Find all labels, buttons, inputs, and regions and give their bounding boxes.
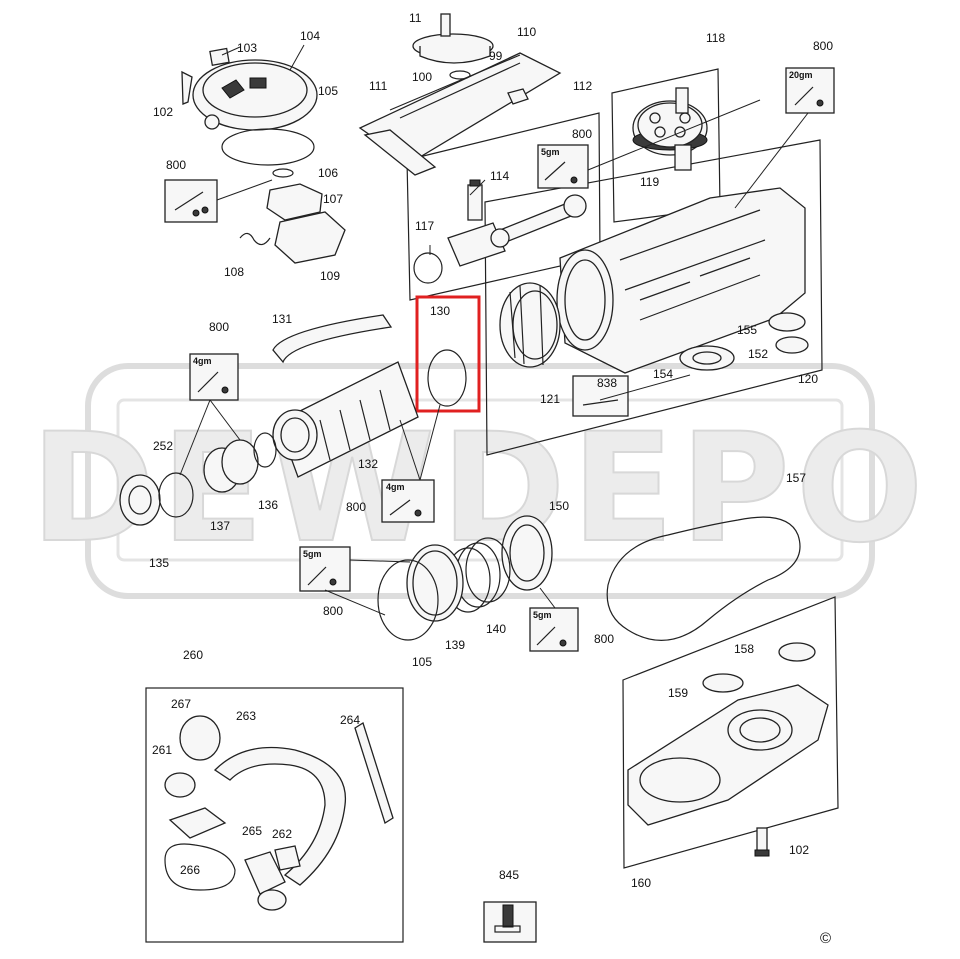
label-158: 158 <box>734 642 754 656</box>
label-155: 155 <box>737 323 757 337</box>
label-106: 106 <box>318 166 338 180</box>
piston-group <box>413 179 587 284</box>
label-152: 152 <box>748 347 768 361</box>
label-99: 99 <box>489 49 503 63</box>
label-105: 105 <box>318 84 338 98</box>
grease-box-800-b: 5gm <box>537 144 589 189</box>
grease-label: 5gm <box>533 610 552 620</box>
label-118: 118 <box>706 31 725 45</box>
label-838: 838 <box>597 376 617 390</box>
watermark: DEWDEPO <box>30 363 930 599</box>
label-157: 157 <box>786 471 806 485</box>
label-102-lower: 102 <box>789 843 809 857</box>
label-11: 11 <box>409 11 422 25</box>
top-housing-group <box>358 13 562 176</box>
label-800-piston: 800 <box>572 127 592 141</box>
label-261: 261 <box>152 743 172 757</box>
label-105-lower: 105 <box>412 655 432 669</box>
label-120: 120 <box>798 372 818 386</box>
label-131: 131 <box>272 312 292 326</box>
leader-lines <box>179 99 809 616</box>
label-267: 267 <box>171 697 191 711</box>
grease-box-800-g: 5gm <box>529 607 579 652</box>
grease-boxes: 5gm 20gm 4gm 4gm 5gm 5gm <box>164 67 835 652</box>
label-263: 263 <box>236 709 256 723</box>
label-264: 264 <box>340 713 360 727</box>
main-housing <box>556 187 809 374</box>
label-110: 110 <box>517 25 536 39</box>
label-135: 135 <box>149 556 169 570</box>
grease-label: 4gm <box>386 482 405 492</box>
cylinder-132 <box>272 314 467 478</box>
grease-label: 5gm <box>303 549 322 559</box>
label-104: 104 <box>300 29 320 43</box>
label-800-grease-4gm: 800 <box>209 320 229 334</box>
label-114: 114 <box>490 169 509 183</box>
label-800-grease-5gm: 800 <box>323 604 343 618</box>
ring-121 <box>499 282 561 368</box>
label-109: 109 <box>320 269 340 283</box>
label-111: 111 <box>369 79 388 93</box>
gear-group <box>632 87 708 171</box>
label-262: 262 <box>272 827 292 841</box>
front-seals <box>119 432 277 526</box>
tag-845 <box>483 901 537 943</box>
label-137: 137 <box>210 519 230 533</box>
handle-kit <box>164 715 394 911</box>
grease-label: 5gm <box>541 147 560 157</box>
part-labels: 11 110 99 100 111 112 118 800 103 104 10… <box>149 11 833 947</box>
label-265: 265 <box>242 824 262 838</box>
grease-box-800-c: 20gm <box>785 67 835 114</box>
grease-box-800-a <box>164 179 218 223</box>
label-159: 159 <box>668 686 688 700</box>
label-150: 150 <box>549 499 569 513</box>
label-800-top-right: 800 <box>813 39 833 53</box>
label-140: 140 <box>486 622 506 636</box>
label-107: 107 <box>323 192 343 206</box>
gear-cover-group <box>181 44 346 264</box>
label-136: 136 <box>258 498 278 512</box>
watermark-text: DEWDEPO <box>31 402 930 576</box>
label-800-grease-5gm-b: 800 <box>594 632 614 646</box>
label-800-left: 800 <box>166 158 186 172</box>
lower-cover-160 <box>627 642 829 857</box>
label-139: 139 <box>445 638 465 652</box>
label-845: 845 <box>499 868 519 882</box>
grease-box-800-f: 5gm <box>299 546 351 592</box>
label-108: 108 <box>224 265 244 279</box>
label-266: 266 <box>180 863 200 877</box>
label-260: 260 <box>183 648 203 662</box>
label-800-grease-4gm-b: 800 <box>346 500 366 514</box>
label-102: 102 <box>153 105 173 119</box>
label-103: 103 <box>237 41 257 55</box>
label-160: 160 <box>631 876 651 890</box>
label-100: 100 <box>412 70 432 84</box>
grease-box-838 <box>572 375 629 417</box>
grease-box-800-e: 4gm <box>381 479 435 523</box>
label-112: 112 <box>573 79 592 93</box>
grease-box-800-d: 4gm <box>189 353 239 401</box>
label-252: 252 <box>153 439 173 453</box>
label-117: 117 <box>415 219 434 233</box>
grease-label: 20gm <box>789 70 813 80</box>
label-130: 130 <box>430 304 450 318</box>
highlight-box <box>415 295 481 413</box>
label-154: 154 <box>653 367 673 381</box>
copyright-mark: © <box>820 930 831 947</box>
grease-label: 4gm <box>193 356 212 366</box>
label-119: 119 <box>640 175 659 189</box>
label-121: 121 <box>540 392 560 406</box>
label-132: 132 <box>358 457 378 471</box>
spring-group <box>377 515 801 641</box>
